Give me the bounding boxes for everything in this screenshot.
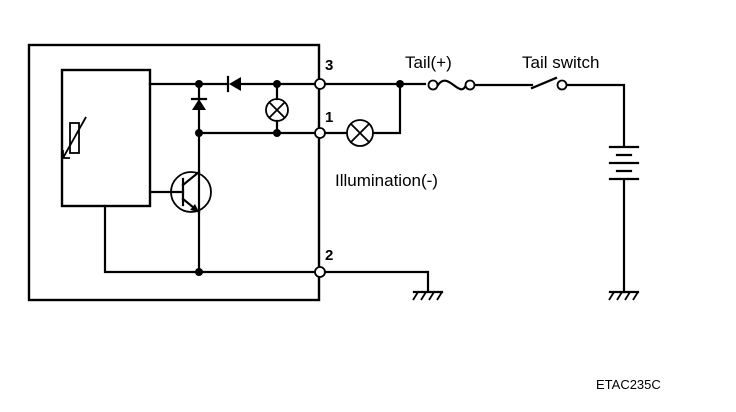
- terminal-3-label: 3: [325, 57, 333, 74]
- tail-switch-label: Tail switch: [522, 53, 599, 72]
- resistor-slash-icon: [62, 116, 87, 159]
- figure-code: ETAC235C: [596, 377, 661, 392]
- terminal-1: [314, 127, 326, 139]
- illumination-lamp-icon: [346, 119, 374, 147]
- fuse-icon: [427, 79, 476, 91]
- ground-icon: [412, 290, 444, 301]
- tail-plus-label: Tail(+): [405, 53, 452, 72]
- illumination-label: Illumination(-): [335, 171, 438, 190]
- junction-dot: [195, 129, 203, 137]
- terminal-3: [314, 78, 326, 90]
- diode-icon: [226, 75, 241, 93]
- wire-to-battery: [565, 83, 626, 147]
- diode-vertical-icon: [190, 97, 208, 110]
- variable-resistor-icon: [69, 122, 80, 154]
- wire-line-2: [103, 204, 318, 274]
- module-outline: [27, 43, 321, 302]
- wire-illumination: [323, 82, 402, 135]
- transistor-icon: [148, 170, 212, 214]
- ground-icon: [608, 290, 640, 301]
- terminal-2: [314, 266, 326, 278]
- battery-icon: [608, 145, 640, 294]
- junction-dot: [273, 80, 281, 88]
- control-unit: [60, 68, 152, 208]
- internal-lamp-icon: [265, 98, 289, 122]
- wire-ground: [323, 270, 430, 292]
- tail-switch-icon: [530, 76, 568, 91]
- junction-dot: [195, 268, 203, 276]
- junction-dot: [195, 80, 203, 88]
- terminal-2-label: 2: [325, 247, 333, 264]
- terminal-1-label: 1: [325, 109, 333, 126]
- junction-dot: [273, 129, 281, 137]
